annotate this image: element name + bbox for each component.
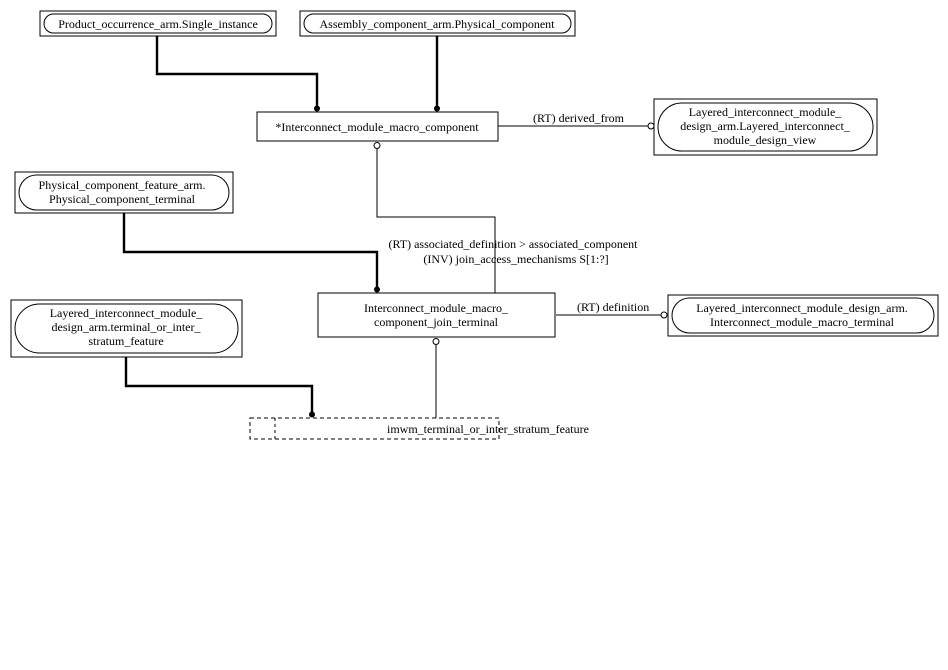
entity-interconnect-module-macro-component[interactable]: *Interconnect_module_macro_component	[256, 111, 499, 142]
endpoint-filled	[314, 105, 320, 112]
connectors	[122, 36, 661, 418]
box-text-line: stratum_feature	[88, 334, 163, 348]
box-text-line: *Interconnect_module_macro_component	[275, 120, 479, 134]
box-text: Product_occurrence_arm.Single_instance	[58, 17, 258, 31]
box-text: Layered_interconnect_module_design_arm.I…	[696, 301, 908, 329]
entity-interconnect-module-macro-terminal[interactable]: Layered_interconnect_module_design_arm.I…	[667, 294, 939, 337]
box-text-line: Interconnect_module_macro_terminal	[710, 315, 895, 329]
box-text-line: component_join_terminal	[374, 315, 499, 329]
entity-layered-terminal-or-inter-stratum-feature[interactable]: Layered_interconnect_module_design_arm.t…	[10, 299, 243, 358]
label-definition: (RT) definition	[577, 300, 649, 314]
relation-labels: (RT) derived_from (RT) associated_defini…	[389, 111, 650, 314]
box-text-line: Product_occurrence_arm.Single_instance	[58, 17, 258, 31]
box-text-line: Physical_component_terminal	[49, 192, 196, 206]
box-text-line: module_design_view	[714, 133, 817, 147]
endpoints	[309, 105, 668, 418]
endpoint-filled	[434, 105, 440, 112]
label-join-access-mechanisms: (INV) join_access_mechanisms S[1:?]	[423, 252, 608, 266]
select-imwm-terminal-or-inter-stratum-feature[interactable]: imwm_terminal_or_inter_stratum_feature	[249, 417, 589, 440]
box-text: imwm_terminal_or_inter_stratum_feature	[387, 422, 589, 436]
entity-interconnect-module-macro-component-join-terminal[interactable]: Interconnect_module_macro_component_join…	[317, 292, 556, 338]
box-text-line: Interconnect_module_macro_	[364, 301, 509, 315]
endpoint-hollow	[432, 338, 440, 345]
box-text: Layered_interconnect_module_design_arm.L…	[680, 105, 851, 147]
connector-associated-definition	[376, 149, 496, 293]
box-text-line: imwm_terminal_or_inter_stratum_feature	[387, 422, 589, 436]
entity-product-occurrence-single-instance[interactable]: Product_occurrence_arm.Single_instance	[39, 10, 277, 37]
connector-physical-component-terminal	[122, 213, 379, 287]
box-text: Layered_interconnect_module_design_arm.t…	[50, 306, 204, 348]
entity-physical-component-terminal[interactable]: Physical_component_feature_arm.Physical_…	[14, 171, 234, 214]
box-text: *Interconnect_module_macro_component	[275, 120, 479, 134]
entity-layered-interconnect-module-design-view[interactable]: Layered_interconnect_module_design_arm.L…	[653, 98, 878, 156]
box-text-line: Layered_interconnect_module_	[50, 306, 204, 320]
box-text: Interconnect_module_macro_component_join…	[364, 301, 509, 329]
connector-product-occurrence	[155, 36, 319, 106]
connector-layered-terminal	[124, 357, 314, 412]
box-text-line: Layered_interconnect_module_	[689, 105, 843, 119]
box-text-line: design_arm.terminal_or_inter_	[52, 320, 202, 334]
endpoint-hollow	[647, 122, 655, 130]
endpoint-hollow	[660, 311, 668, 319]
endpoint-hollow	[373, 142, 381, 149]
label-associated-definition: (RT) associated_definition > associated_…	[389, 237, 639, 251]
box-text: Assembly_component_arm.Physical_componen…	[320, 17, 556, 31]
box-text-line: design_arm.Layered_interconnect_	[680, 119, 851, 133]
box-text: Physical_component_feature_arm.Physical_…	[39, 178, 206, 206]
entity-assembly-component-physical-component[interactable]: Assembly_component_arm.Physical_componen…	[299, 10, 576, 37]
box-text-line: Layered_interconnect_module_design_arm.	[696, 301, 908, 315]
box-text-line: Assembly_component_arm.Physical_componen…	[320, 17, 556, 31]
box-text-line: Physical_component_feature_arm.	[39, 178, 206, 192]
endpoint-filled	[374, 286, 380, 293]
label-derived-from: (RT) derived_from	[533, 111, 625, 125]
endpoint-filled	[309, 411, 315, 418]
